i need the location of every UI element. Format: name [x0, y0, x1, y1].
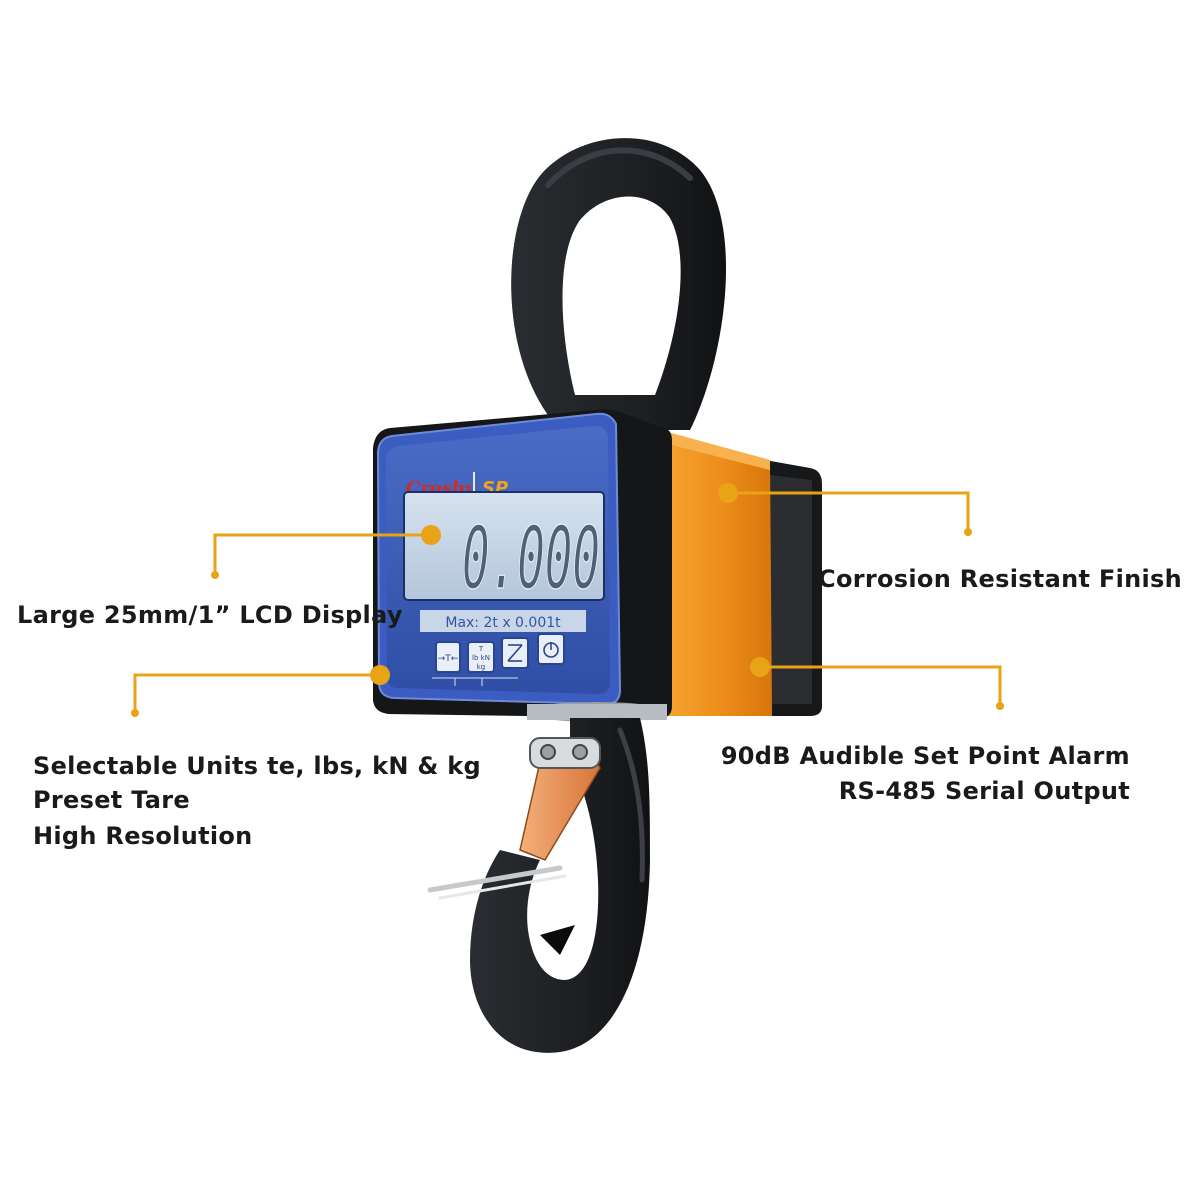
- zero-icon: [507, 644, 523, 662]
- safety-latch: [427, 737, 601, 900]
- top-shackle: [511, 138, 727, 430]
- orange-housing: [660, 430, 772, 716]
- svg-text:T: T: [478, 645, 484, 653]
- tare-icon: →T←: [438, 654, 459, 664]
- feature-corrosion-finish: Corrosion Resistant Finish: [818, 565, 1182, 593]
- feature-selectable-units: Selectable Units te, lbs, kN & kg: [33, 752, 482, 780]
- feature-audible-alarm: 90dB Audible Set Point Alarm: [720, 742, 1130, 770]
- svg-text:lb kN: lb kN: [472, 654, 490, 662]
- callout-lcd: [213, 533, 431, 575]
- capacity-label: Max: 2t x 0.001t: [445, 615, 561, 631]
- housing-end-plate: [765, 460, 822, 716]
- lcd-reading: 0.000: [462, 509, 600, 609]
- power-button[interactable]: [537, 633, 565, 665]
- lifting-hook: [470, 718, 650, 1053]
- feature-high-resolution: High Resolution: [33, 822, 253, 850]
- control-buttons: →T← T lb kN kg: [432, 633, 565, 686]
- svg-text:kg: kg: [477, 663, 486, 671]
- feature-lcd-display: Large 25mm/1” LCD Display: [17, 601, 403, 629]
- lcd-panel: 0.000: [403, 491, 605, 610]
- capacity-plate: Max: 2t x 0.001t: [420, 610, 586, 632]
- callout-units: [133, 673, 380, 713]
- callout-alarm: [760, 665, 1002, 706]
- units-icon: T lb kN kg: [472, 645, 490, 671]
- zero-button[interactable]: [501, 637, 529, 669]
- callout-corrosion: [728, 491, 970, 532]
- tare-button[interactable]: →T←: [435, 641, 461, 673]
- units-button[interactable]: T lb kN kg: [467, 641, 495, 673]
- feature-serial-output: RS-485 Serial Output: [838, 777, 1130, 805]
- feature-preset-tare: Preset Tare: [33, 786, 190, 814]
- callout-lines: [133, 491, 1002, 713]
- callout-dots: [131, 483, 1004, 717]
